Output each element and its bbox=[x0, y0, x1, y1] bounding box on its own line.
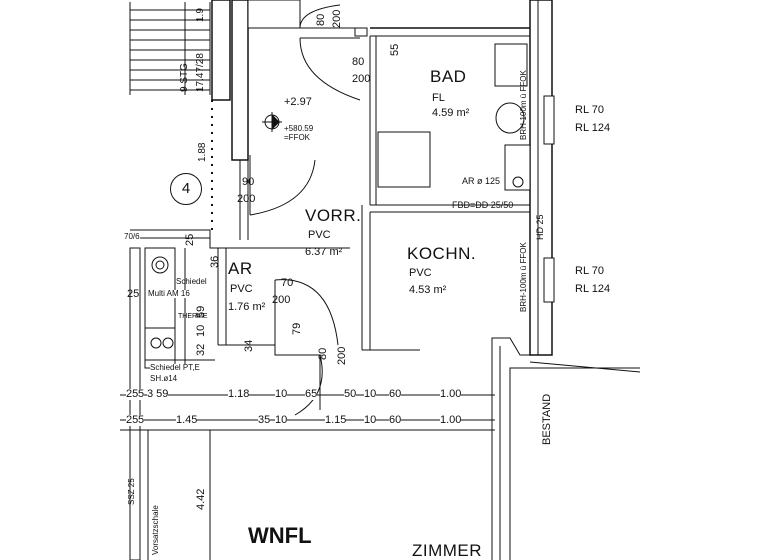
dim-r1-8: 60 bbox=[389, 388, 402, 400]
note-ssz: SSZ 25 bbox=[127, 478, 136, 505]
dim-r1-9: 1.00 bbox=[440, 388, 462, 400]
room-ar-name: AR bbox=[228, 259, 253, 278]
note-fbd: FBD=DD 25/50 bbox=[452, 200, 514, 210]
dim-32: 32 bbox=[195, 343, 207, 356]
dim-r1-4: 10 bbox=[275, 388, 288, 400]
room-kochn-floor: PVC bbox=[409, 267, 432, 279]
room-kochn-area: 4.53 m² bbox=[409, 284, 447, 296]
note-wall-706: 70/6 bbox=[124, 232, 140, 241]
window-bad-width: RL 70 bbox=[575, 104, 604, 116]
dim-34: 34 bbox=[243, 339, 255, 352]
wnfl-label: WNFL bbox=[248, 523, 312, 548]
dim-r2-4: 10 bbox=[275, 414, 288, 426]
dim-r1-6: 50 bbox=[344, 388, 357, 400]
dim-r2-6: 10 bbox=[364, 414, 377, 426]
door-vorr-width: 80 bbox=[317, 347, 329, 360]
dim-r1-3: 1.18 bbox=[228, 388, 250, 400]
dim-r2-5: 1.15 bbox=[325, 414, 347, 426]
level-sub1: +580.59 bbox=[284, 124, 314, 133]
window-bad-height: RL 124 bbox=[575, 122, 611, 134]
note-sh: SH.ø14 bbox=[150, 374, 178, 383]
dim-10: 10 bbox=[195, 324, 207, 337]
note-brh-bad: BRH-100m ü FFOK bbox=[519, 70, 528, 140]
dim-r1-2: 3 59 bbox=[147, 388, 169, 400]
door-ar-width: 70 bbox=[281, 277, 294, 289]
dim-r1-7: 10 bbox=[364, 388, 377, 400]
dim-r2-0: 25 bbox=[126, 414, 139, 426]
stair-floor-label: 9 STG bbox=[179, 63, 190, 92]
dim-59: 59 bbox=[195, 305, 207, 318]
dim-r2-7: 60 bbox=[389, 414, 402, 426]
dim-25b: 25 bbox=[184, 233, 196, 246]
note-bestand: BESTAND bbox=[541, 393, 553, 445]
room-kochn-name: KOCHN. bbox=[407, 244, 477, 263]
room-bad-area: 4.59 m² bbox=[432, 107, 470, 119]
door-bad-width: 80 bbox=[352, 56, 365, 68]
stair-ref-label: 1.88 bbox=[197, 142, 208, 162]
note-schiedel: Schiedel bbox=[176, 277, 207, 286]
room-bad-floor: FL bbox=[432, 92, 445, 104]
dim-r1-5: 65 bbox=[305, 388, 318, 400]
window-kochn-width: RL 70 bbox=[575, 265, 604, 277]
room-ar-area: 1.76 m² bbox=[228, 301, 266, 313]
level-value: +2.97 bbox=[284, 96, 312, 108]
door-entry-height: 200 bbox=[237, 193, 256, 205]
room-zimmer-name: ZIMMER bbox=[412, 541, 483, 560]
note-ar-pipe: AR ø 125 bbox=[462, 176, 501, 186]
dim-79: 79 bbox=[291, 322, 303, 335]
note-hd: HD 25 bbox=[535, 214, 545, 240]
door-top-height: 200 bbox=[331, 9, 343, 28]
dim-55: 55 bbox=[389, 43, 401, 56]
note-vorsatzschale: Vorsatzschale bbox=[151, 505, 160, 555]
door-top-width: 80 bbox=[315, 13, 327, 26]
note-brh-kochn: BRH-100m ü FFOK bbox=[519, 242, 528, 312]
dim-36: 36 bbox=[209, 255, 221, 268]
stair-height-label: 17.47/28 bbox=[195, 53, 206, 92]
dim-r1-1: 5 bbox=[138, 388, 145, 400]
door-vorr-height: 200 bbox=[336, 346, 348, 365]
stair-number-marker: 4 bbox=[170, 173, 202, 205]
room-bad-name: BAD bbox=[430, 67, 467, 86]
dim-25-side: 25 bbox=[127, 288, 140, 300]
note-schiedel-pte: Schiedel PT,E bbox=[150, 363, 200, 372]
room-ar-floor: PVC bbox=[230, 283, 253, 295]
dim-r2-1: 5 bbox=[138, 414, 145, 426]
dim-r2-3: 35 bbox=[258, 414, 271, 426]
door-entry-width: 90 bbox=[242, 176, 255, 188]
room-vorr-floor: PVC bbox=[308, 229, 331, 241]
stair-flight bbox=[129, 2, 211, 95]
level-sub2: =FFOK bbox=[284, 133, 311, 142]
dim-r2-8: 1.00 bbox=[440, 414, 462, 426]
door-bad-height: 200 bbox=[352, 73, 371, 85]
room-vorr-area: 6.37 m² bbox=[305, 246, 343, 258]
dim-r2-2: 1.45 bbox=[176, 414, 198, 426]
door-ar-height: 200 bbox=[272, 294, 291, 306]
note-therme: THERME bbox=[178, 313, 208, 320]
dim-442: 4.42 bbox=[195, 488, 207, 510]
stair-count-label: 1.9 bbox=[195, 8, 206, 22]
window-kochn-height: RL 124 bbox=[575, 283, 611, 295]
room-vorr-name: VORR. bbox=[305, 206, 362, 225]
dim-r1-0: 25 bbox=[126, 388, 139, 400]
note-multi: Multi AM 16 bbox=[148, 289, 190, 298]
